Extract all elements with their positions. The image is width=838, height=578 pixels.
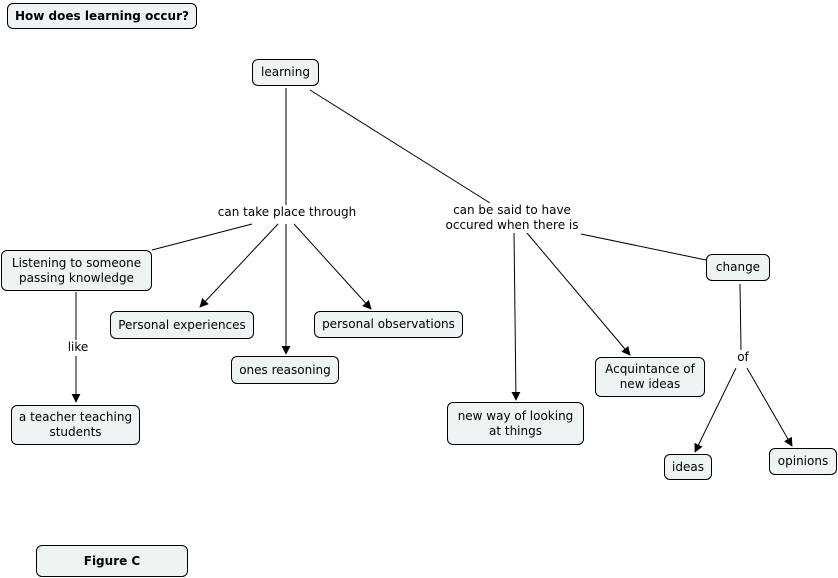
edge-learning-said-to-have bbox=[309, 89, 491, 204]
edge-said-new-way bbox=[511, 232, 521, 401]
link-can-be-said-to-have: can be said to have occured when there i… bbox=[439, 203, 585, 233]
link-like: like bbox=[62, 340, 94, 356]
link-can-take-place-through: can take place through bbox=[212, 205, 362, 221]
node-ideas: ideas bbox=[664, 454, 712, 480]
node-teacher: a teacher teaching students bbox=[11, 405, 140, 445]
title-node: How does learning occur? bbox=[7, 3, 197, 29]
edge-take-place-listening bbox=[151, 223, 253, 251]
edge-of-ideas bbox=[694, 367, 737, 453]
edge-said-change bbox=[580, 233, 707, 261]
node-change: change bbox=[706, 254, 770, 281]
figure-caption: Figure C bbox=[36, 545, 188, 577]
node-acquaintance: Acquintance of new ideas bbox=[595, 357, 705, 397]
node-personal-experiences: Personal experiences bbox=[110, 311, 254, 339]
link-of: of bbox=[731, 350, 755, 366]
node-learning: learning bbox=[252, 59, 319, 86]
edge-take-place-experiences bbox=[199, 223, 279, 308]
node-opinions: opinions bbox=[769, 448, 837, 475]
edge-change-of bbox=[739, 283, 742, 351]
edge-said-acquaintance bbox=[526, 232, 631, 356]
node-new-way: new way of looking at things bbox=[447, 402, 584, 445]
node-listening: Listening to someone passing knowledge bbox=[1, 250, 152, 291]
edge-of-opinions bbox=[746, 367, 793, 447]
node-ones-reasoning: ones reasoning bbox=[231, 356, 339, 384]
edge-take-place-observations bbox=[293, 223, 372, 310]
node-personal-observations: personal observations bbox=[314, 311, 463, 338]
